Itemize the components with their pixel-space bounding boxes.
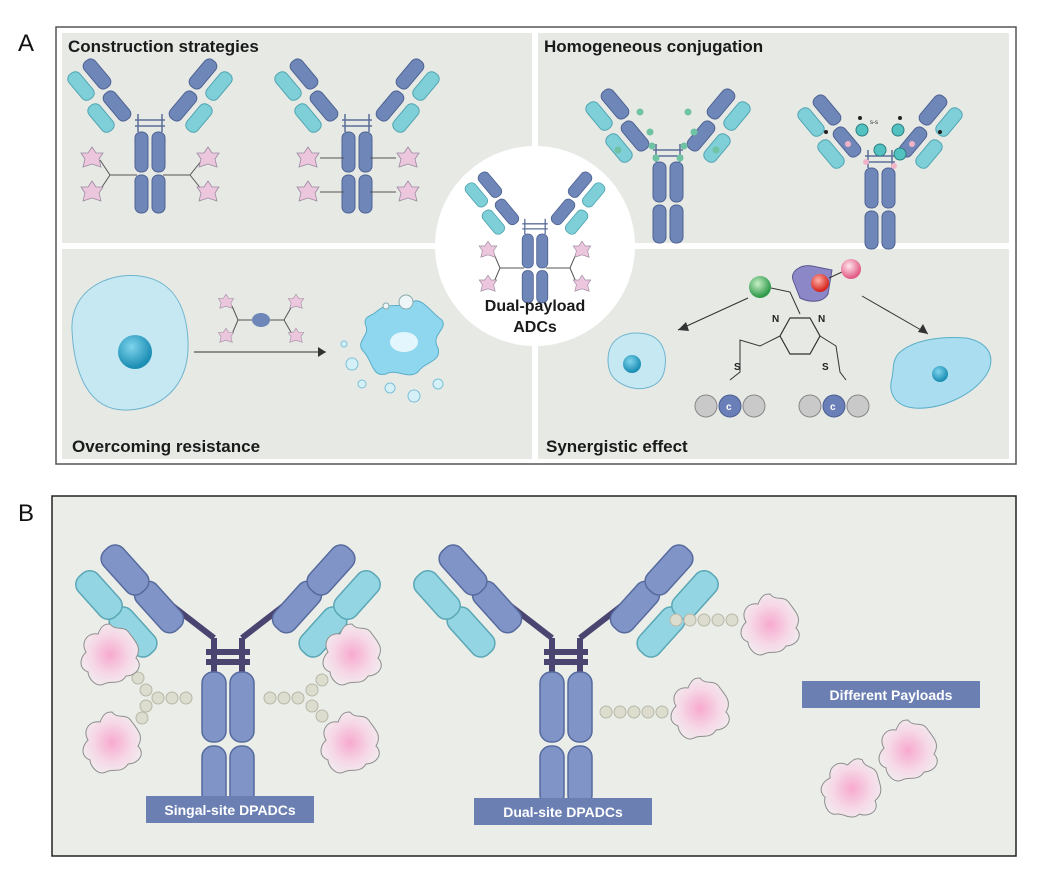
dual-payload-adc-center: Dual-payload ADCs (435, 146, 635, 346)
single-site-antibody (71, 540, 384, 806)
single-site-label: Singal-site DPADCs (164, 802, 295, 818)
panel-a: Construction strategies Homogeneous conj… (55, 26, 1017, 465)
single-site-label-box (146, 796, 314, 823)
dual-site-label: Dual-site DPADCs (503, 804, 623, 820)
overcoming-resistance-label: Overcoming resistance (72, 437, 260, 456)
peptide-chain-1: c (694, 394, 766, 418)
dual-site-antibody (409, 540, 800, 806)
construction-antibody-2 (271, 55, 443, 214)
sulfur-label: S (822, 362, 829, 373)
different-payloads-label-box (802, 681, 980, 708)
arrow-icon (318, 347, 326, 357)
sulfur-label: S (734, 362, 741, 373)
center-circle (435, 146, 635, 346)
arrow-icon (918, 324, 928, 334)
cysteine-label: c (830, 402, 836, 413)
synergistic-effect-label: Synergistic effect (546, 437, 688, 456)
cell-nucleus (118, 335, 152, 369)
dual-payload-conjugate (218, 294, 304, 343)
homogeneous-conjugation-label: Homogeneous conjugation (544, 37, 763, 56)
red-payload-icon (811, 274, 829, 292)
peptide-chain-2: c (798, 394, 870, 418)
nitrogen-label: N (772, 314, 779, 325)
center-title-line1: Dual-payload (485, 298, 585, 315)
synergistic-scene: N N S S c c (607, 259, 992, 418)
nitrogen-label: N (818, 314, 825, 325)
cysteine-label: c (726, 402, 732, 413)
construction-strategies-label: Construction strategies (68, 37, 259, 56)
disulfide-label: s-s (870, 120, 878, 126)
panel-b: Singal-site DPADCs Dual-site DPADCs Diff… (51, 495, 1017, 857)
green-payload-icon (749, 276, 771, 298)
construction-antibody-1 (64, 55, 236, 214)
lysed-cell (340, 294, 444, 403)
pink-payload-icon (841, 259, 861, 279)
different-payloads-label: Different Payloads (830, 687, 953, 703)
cell-nucleus (932, 366, 948, 382)
panel-a-letter: A (18, 30, 35, 57)
arrow-icon (678, 322, 689, 331)
dual-site-label-box (474, 798, 652, 825)
homogeneous-antibody-2: s-s (794, 91, 966, 250)
resistance-scene (71, 274, 444, 411)
panel-b-letter: B (18, 500, 35, 527)
center-title-line2: ADCs (513, 319, 557, 336)
cell-nucleus (623, 355, 641, 373)
homogeneous-antibody-1 (582, 85, 754, 244)
